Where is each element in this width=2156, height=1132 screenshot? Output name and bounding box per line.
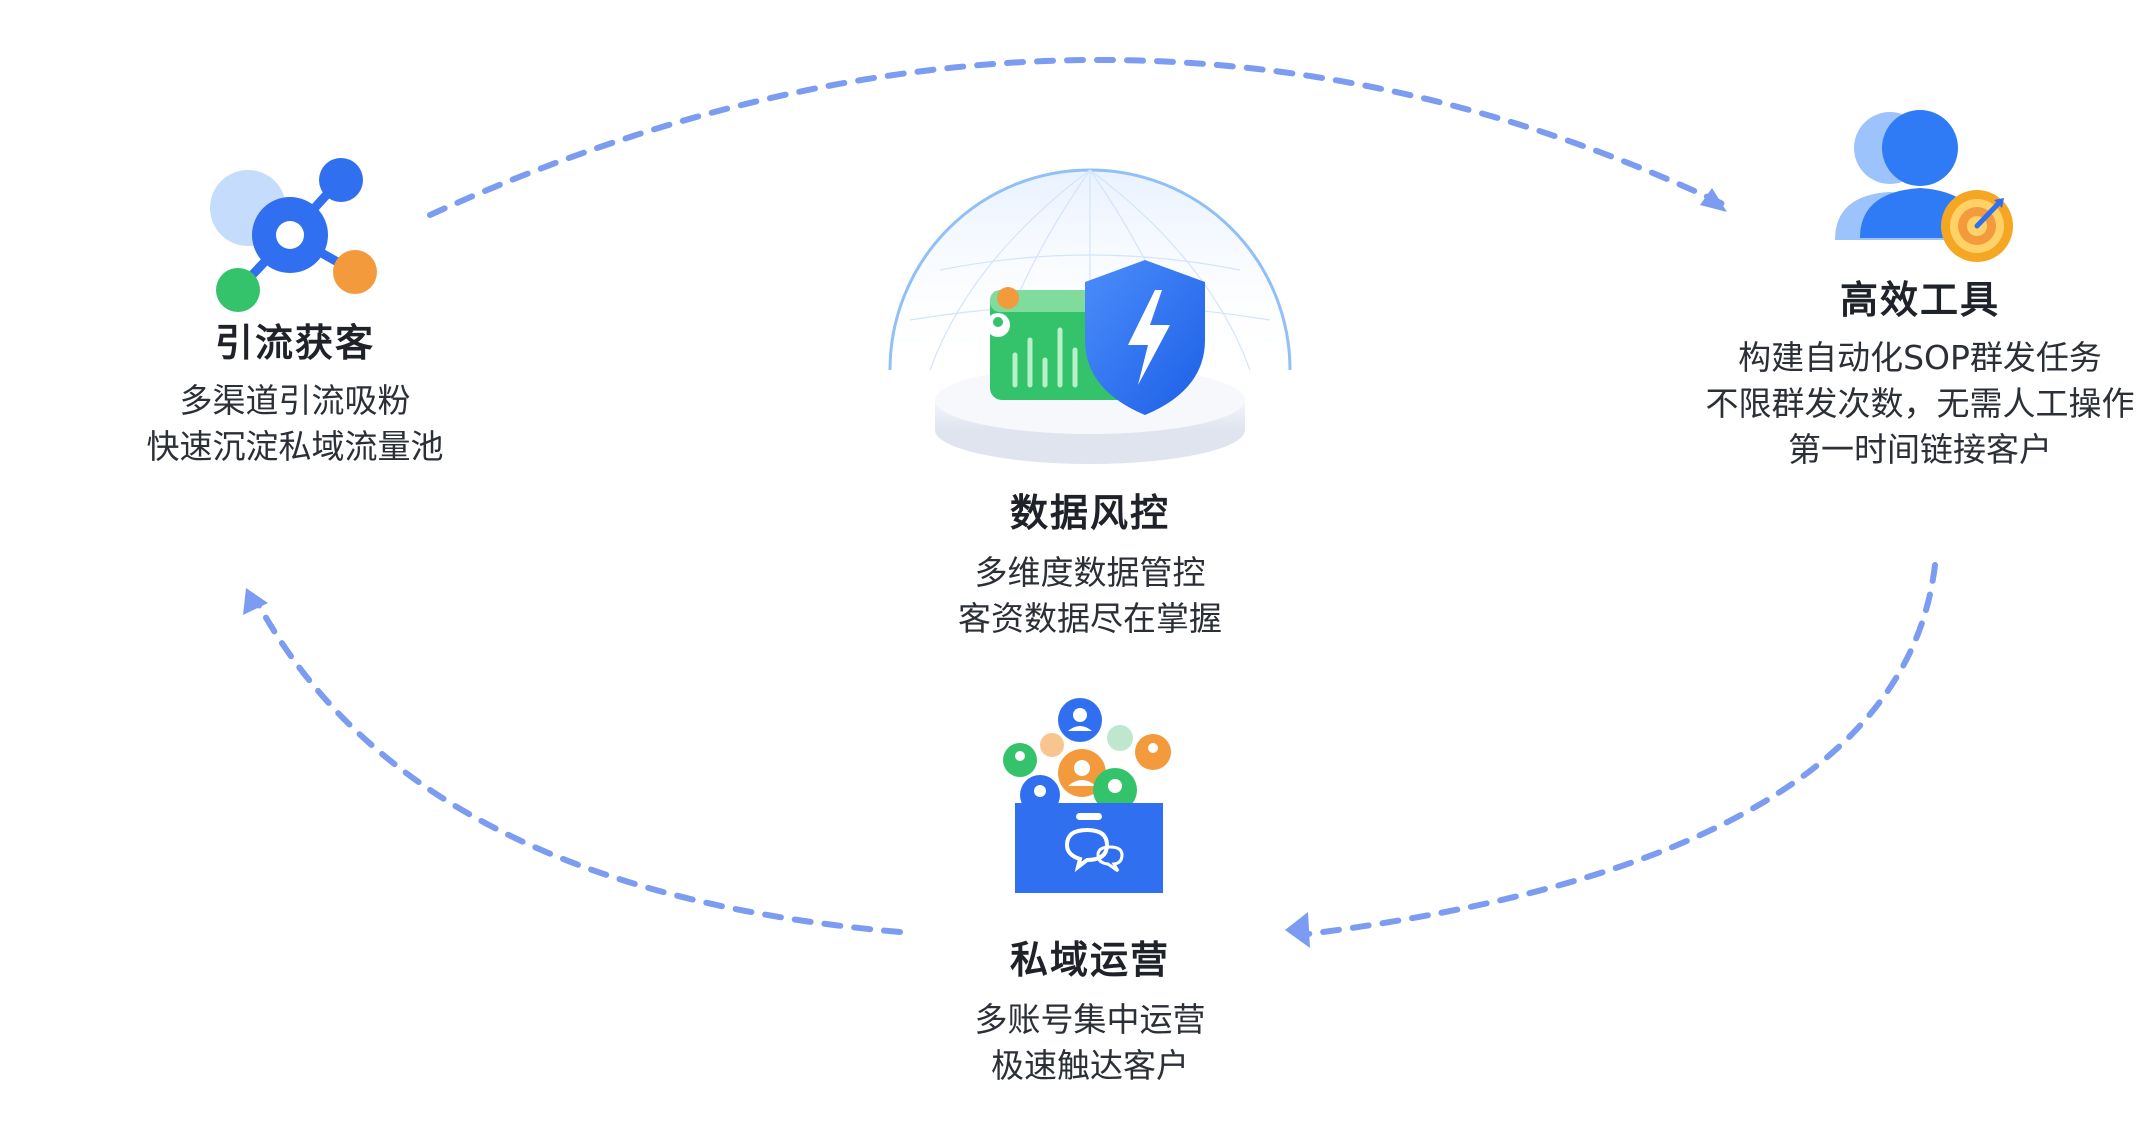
user-target-icon — [1830, 100, 2020, 270]
node-risk-title: 数据风控 — [1009, 491, 1170, 535]
node-acquire-line-1: 多渠道引流吸粉 — [179, 381, 411, 420]
node-risk-line-1: 多维度数据管控 — [974, 553, 1206, 592]
shield-data-icon — [880, 150, 1300, 470]
arrowhead-ops — [1285, 912, 1310, 948]
arrowhead-acquire — [243, 588, 268, 615]
arrow-ops-to-acquire — [252, 595, 903, 935]
node-tools-line-2: 不限群发次数，无需人工操作 — [1705, 384, 2135, 423]
node-ops-line-1: 多账号集中运营 — [974, 1000, 1206, 1039]
node-tools: 高效工具 构建自动化SOP群发任务 不限群发次数，无需人工操作 第一时间链接客户 — [1680, 275, 2156, 473]
node-risk-line-2: 客资数据尽在掌握 — [958, 599, 1222, 638]
wechat-box-users-icon — [990, 695, 1190, 895]
node-tools-line-3: 第一时间链接客户 — [1788, 430, 2052, 469]
node-tools-title: 高效工具 — [1839, 278, 2000, 322]
node-tools-line-1: 构建自动化SOP群发任务 — [1738, 338, 2102, 377]
node-acquire-title: 引流获客 — [214, 321, 375, 365]
node-ops-line-2: 极速触达客户 — [991, 1046, 1189, 1085]
node-risk: 数据风控 多维度数据管控 客资数据尽在掌握 — [880, 488, 1300, 642]
arrow-tools-to-ops — [1297, 562, 1938, 938]
node-acquire-line-2: 快速沉淀私域流量池 — [146, 427, 444, 466]
node-ops: 私域运营 多账号集中运营 极速触达客户 — [880, 935, 1300, 1089]
arrow-acquire-to-tools — [427, 57, 1728, 218]
arrowhead-tools — [1700, 188, 1727, 212]
node-ops-title: 私域运营 — [1009, 938, 1170, 982]
network-nodes-icon — [200, 150, 390, 315]
node-acquire: 引流获客 多渠道引流吸粉 快速沉淀私域流量池 — [90, 318, 500, 470]
